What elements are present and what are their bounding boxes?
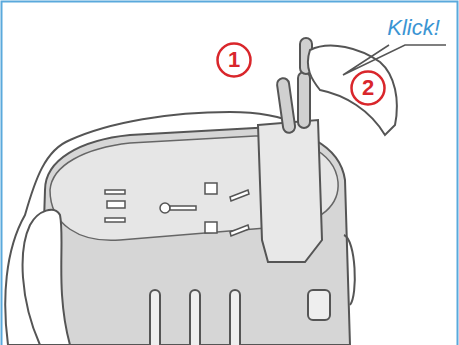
plug-pins <box>276 38 312 134</box>
side-button-bump <box>344 235 355 305</box>
callout-text: 2 <box>362 75 374 101</box>
fingers <box>23 210 70 345</box>
callout-text: 1 <box>228 47 240 73</box>
speech-bubble: Klick! <box>383 13 444 43</box>
callout-number: 2 <box>350 70 386 106</box>
pressing-hand <box>308 46 397 135</box>
plug-block <box>258 120 322 262</box>
front-slots <box>150 290 330 345</box>
callout-number: 1 <box>216 42 252 78</box>
sound-text: Klick! <box>387 15 440 41</box>
sockets <box>105 183 249 236</box>
